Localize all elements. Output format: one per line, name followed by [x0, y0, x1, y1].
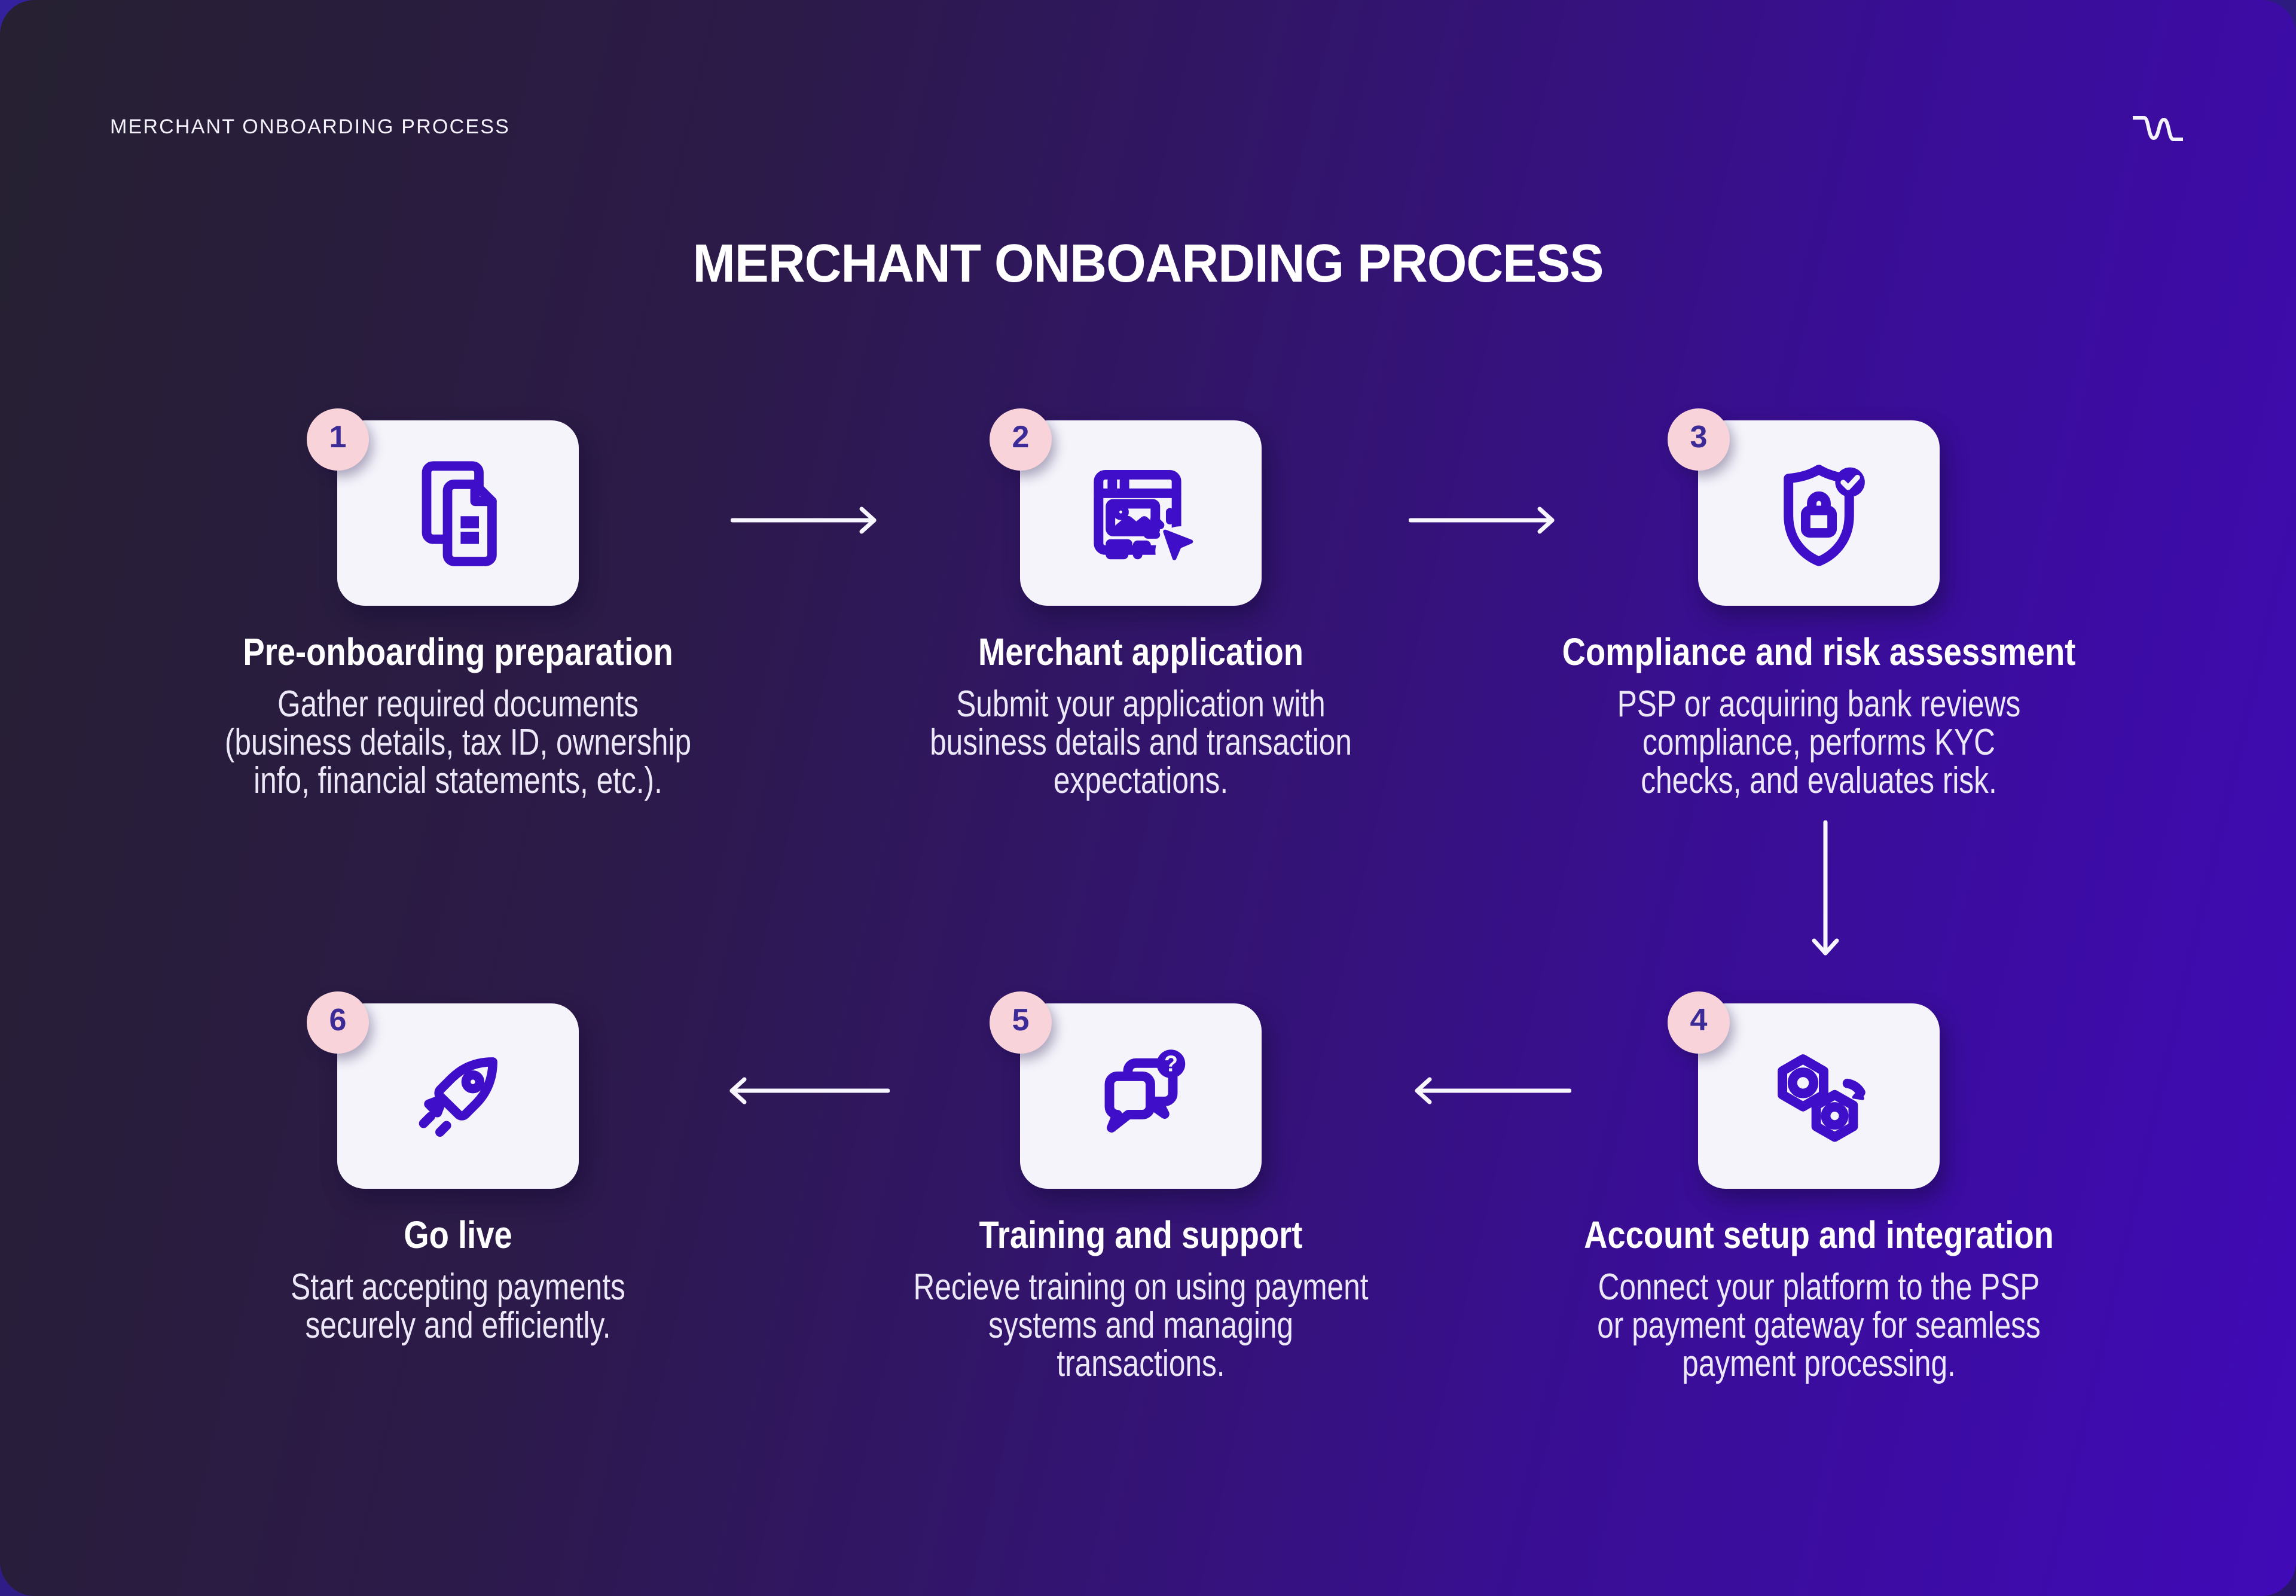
documents-icon: [422, 461, 497, 566]
question-mark-glyph: ?: [1164, 1051, 1177, 1076]
step-description-3: PSP or acquiring bank reviews compliance…: [1617, 683, 2021, 801]
gear-nuts-icon: [1778, 1054, 1866, 1142]
step-description-4: Connect your platform to the PSP or paym…: [1597, 1267, 2041, 1384]
wave-logo-icon: [2133, 116, 2183, 141]
step-description-2: Submit your application with business de…: [930, 683, 1352, 801]
step-number: 6: [329, 1003, 347, 1037]
step-badge-2: 2: [990, 408, 1052, 471]
arrow-down-icon: [1812, 820, 1839, 956]
step-number: 3: [1690, 420, 1708, 454]
shield-lock-check-icon: [1784, 465, 1865, 566]
chat-support-icon: ?: [1104, 1049, 1185, 1133]
rocket-icon: [419, 1057, 497, 1137]
step-card-3: [1698, 420, 1940, 606]
step-title-3: Compliance and risk assessment: [1562, 630, 2076, 673]
step-card-1: [337, 420, 579, 606]
step-title-1: Pre-onboarding preparation: [243, 630, 673, 673]
step-badge-1: 1: [307, 408, 369, 471]
step-number: 1: [329, 420, 347, 454]
arrow-left-icon: [729, 1077, 890, 1104]
arrow-left-icon: [1415, 1077, 1571, 1104]
step-description-5: Recieve training on using payment system…: [913, 1267, 1369, 1384]
step-badge-5: 5: [990, 991, 1052, 1054]
step-card-6: [337, 1003, 579, 1189]
step-title-4: Account setup and integration: [1584, 1213, 2054, 1256]
step-number: 2: [1012, 420, 1030, 454]
step-badge-4: 4: [1668, 991, 1730, 1054]
step-badge-6: 6: [307, 991, 369, 1054]
browser-click-icon: [1094, 470, 1206, 576]
step-card-5: ?: [1020, 1003, 1262, 1189]
step-card-2: [1020, 420, 1262, 606]
step-number: 4: [1690, 1003, 1708, 1037]
arrow-right-icon: [1409, 506, 1555, 534]
step-card-4: [1698, 1003, 1940, 1189]
arrow-right-icon: [731, 506, 877, 534]
step-number: 5: [1012, 1003, 1030, 1037]
header-label: MERCHANT ONBOARDING PROCESS: [110, 115, 510, 138]
step-title-2: Merchant application: [978, 630, 1304, 673]
page-title: MERCHANT ONBOARDING PROCESS: [692, 234, 1604, 294]
step-description-6: Start accepting payments securely and ef…: [291, 1267, 625, 1346]
step-badge-3: 3: [1668, 408, 1730, 471]
step-title-5: Training and support: [979, 1213, 1303, 1256]
step-description-1: Gather required documents (business deta…: [224, 683, 692, 801]
step-title-6: Go live: [404, 1213, 512, 1256]
